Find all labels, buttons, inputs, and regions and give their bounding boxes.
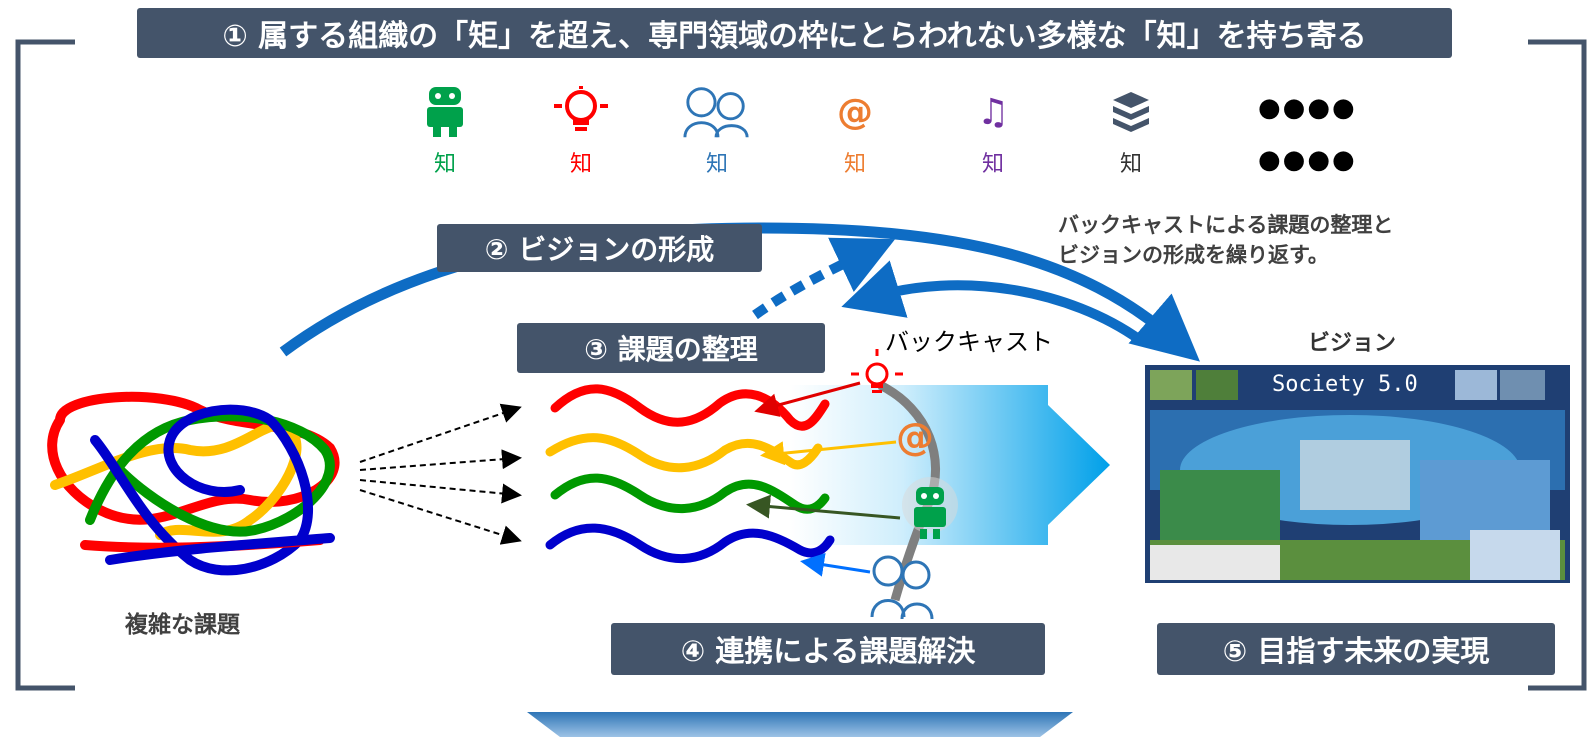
lightbulb-icon: [554, 86, 608, 131]
dotted-link: [752, 237, 896, 320]
vision-label: ビジョン: [1308, 331, 1397, 356]
at-sign-icon: @: [896, 415, 934, 459]
knowledge-label: 知: [843, 152, 866, 177]
complex-issue-label: 複雑な課題: [125, 612, 240, 638]
knowledge-item: ♫ 知: [958, 86, 1028, 178]
right-bracket: [1528, 39, 1587, 691]
return-arc: [841, 260, 1143, 345]
dots-row-2: ●●●●: [1258, 145, 1357, 175]
organized-issues: [545, 384, 835, 563]
step-4-text: ④ 連携による課題解決: [680, 634, 976, 668]
database-icon: [1113, 92, 1149, 132]
big-progress-arrow: [790, 385, 1110, 545]
step-2-text: ② ビジョンの形成: [484, 233, 715, 266]
knowledge-label: 知: [1119, 152, 1142, 177]
knowledge-item: @ 知: [820, 86, 890, 178]
knowledge-row: 知 知 知 @ 知 ♫ 知: [410, 86, 1370, 186]
iteration-note: バックキャストによる課題の整理と ビジョンの形成を繰り返す。: [1058, 210, 1393, 270]
knowledge-item: 知: [546, 86, 616, 178]
knowledge-item: 知: [410, 86, 480, 178]
lightbulb-icon: [851, 349, 903, 393]
knowledge-label: 知: [433, 152, 456, 177]
left-bracket: [15, 39, 75, 691]
at-sign-icon: @: [837, 91, 873, 133]
bottom-arrow-bar: [527, 712, 1073, 737]
vision-image-title: Society 5.0: [1272, 372, 1418, 397]
people-icon: [870, 555, 934, 620]
iteration-note-line-2: ビジョンの形成を繰り返す。: [1058, 243, 1329, 267]
robot-icon: [427, 87, 463, 137]
tangled-issues: [47, 391, 340, 576]
knowledge-item: 知: [682, 86, 752, 178]
robot-icon: [902, 477, 958, 539]
music-note-icon: ♫: [976, 91, 1010, 133]
knowledge-item: 知: [1096, 86, 1166, 178]
backcast-label: バックキャスト: [885, 328, 1053, 356]
dots-row-1: ●●●●: [1258, 93, 1357, 123]
step-2-label: ② ビジョンの形成: [437, 224, 762, 272]
vision-image: [1145, 365, 1570, 583]
step-4-label: ④ 連携による課題解決: [611, 623, 1045, 675]
page-title-text: ① 属する組織の「矩」を超え、専門領域の枠にとらわれない多様な「知」を持ち寄る: [222, 19, 1367, 54]
page-title: ① 属する組織の「矩」を超え、専門領域の枠にとらわれない多様な「知」を持ち寄る: [137, 8, 1452, 58]
knowledge-label: 知: [569, 152, 592, 177]
people-icon: [683, 87, 749, 138]
dashed-arrows: [359, 403, 522, 545]
step-3-label: ③ 課題の整理: [517, 323, 825, 373]
iteration-note-line-1: バックキャストによる課題の整理と: [1058, 213, 1394, 237]
knowledge-label: 知: [705, 152, 728, 177]
knowledge-label: 知: [981, 152, 1004, 177]
step-5-text: ⑤ 目指す未来の実現: [1222, 634, 1490, 668]
step-5-label: ⑤ 目指す未来の実現: [1157, 623, 1555, 675]
step-3-text: ③ 課題の整理: [584, 333, 758, 366]
